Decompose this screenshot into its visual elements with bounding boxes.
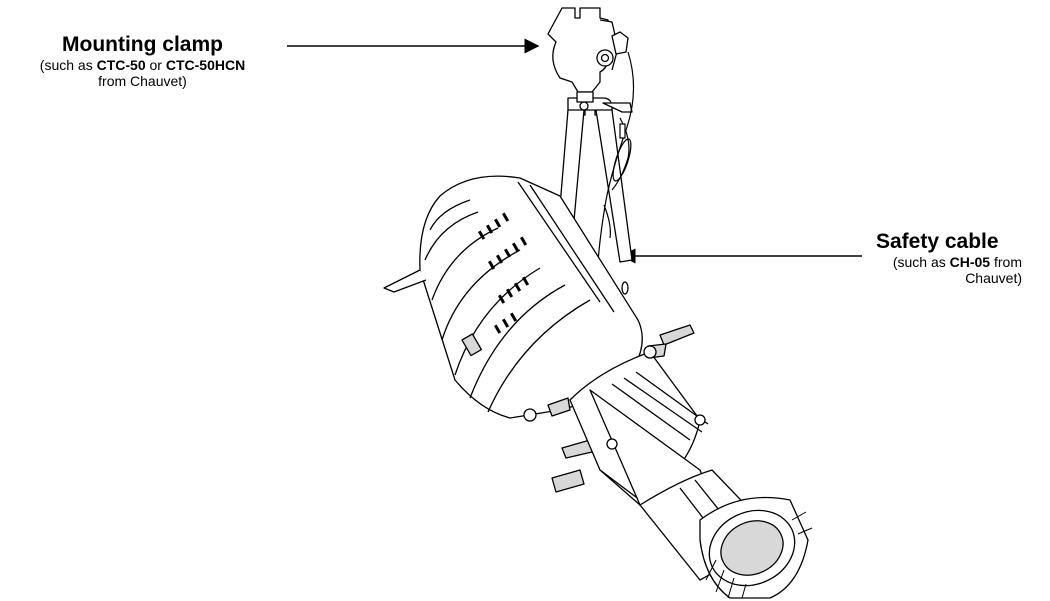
safety-cable-desc-prefix: (such as [892, 254, 950, 270]
mounting-clamp [547, 7, 629, 103]
mounting-clamp-callout: Mounting clamp (such as CTC-50 or CTC-50… [0, 33, 285, 89]
mounting-clamp-desc-prefix: (such as [39, 57, 97, 73]
safety-cable [591, 51, 635, 284]
mounting-clamp-model-a: CTC-50 [96, 57, 146, 73]
safety-cable-description-line-1: (such as CH-05 from [862, 254, 1022, 270]
front-lens [699, 496, 813, 599]
mounting-clamp-description-line-1: (such as CTC-50 or CTC-50HCN [0, 57, 285, 73]
mounting-clamp-desc-mid: or [145, 57, 166, 73]
safety-cable-title: Safety cable [876, 230, 999, 253]
safety-cable-desc-suffix: from [990, 254, 1022, 270]
yoke-bolt-icon [579, 101, 589, 111]
safety-cable-description-line-2: Chauvet) [965, 270, 1022, 286]
safety-cable-callout: Safety cable (such as CH-05 from Chauvet… [862, 230, 1022, 286]
mounting-clamp-description-line-2: from Chauvet) [98, 73, 187, 89]
mounting-clamp-title: Mounting clamp [62, 33, 223, 56]
ellipsoidal-fixture [383, 7, 813, 599]
safety-cable-model: CH-05 [949, 254, 991, 270]
mounting-clamp-model-b: CTC-50HCN [165, 57, 246, 73]
vent-slots [477, 212, 530, 334]
lens-barrel [569, 345, 761, 581]
lamp-housing [383, 175, 643, 422]
